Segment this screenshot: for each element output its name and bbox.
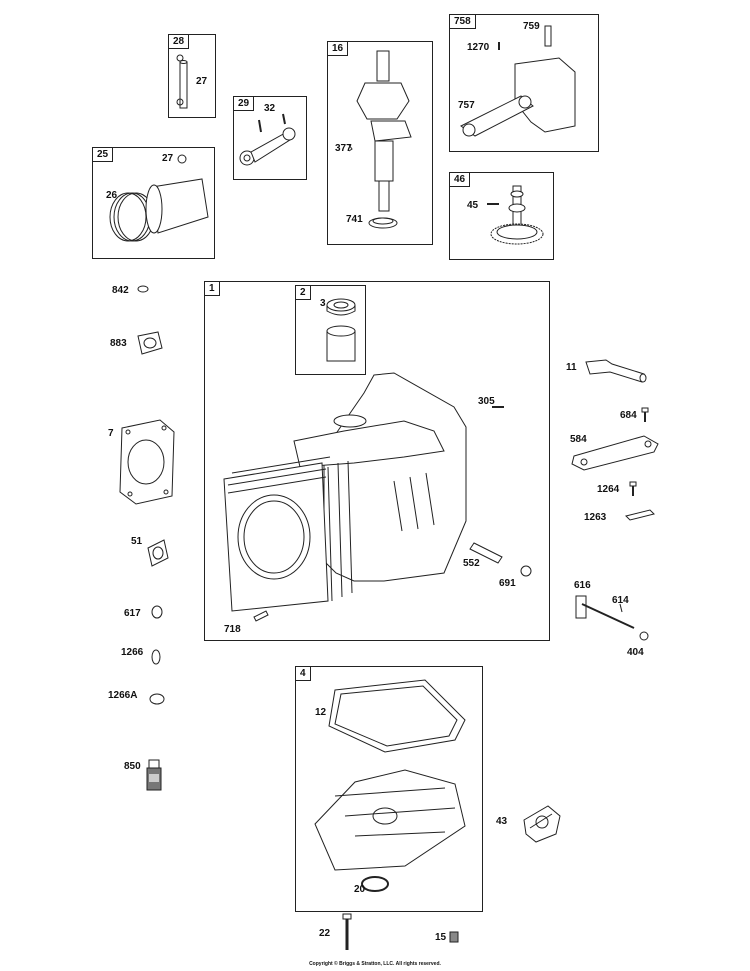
plate-883-drawing (137, 331, 163, 355)
governor-assembly-drawing (523, 805, 561, 843)
plug-15-drawing (449, 931, 459, 943)
clip-1263-drawing (625, 509, 655, 521)
part-label-759: 759 (523, 21, 540, 32)
cylinder-head-gasket-drawing (119, 419, 175, 505)
part-label-43: 43 (496, 816, 508, 827)
camshaft-drawing (487, 185, 544, 245)
part-label-11: 11 (566, 362, 577, 373)
box-number: 46 (450, 173, 471, 187)
part-label-22: 22 (319, 928, 331, 939)
crankshaft-drawing (348, 50, 412, 229)
cylinder-block-drawing (223, 372, 532, 622)
bolt-22-drawing (342, 913, 352, 950)
seal-617-drawing (151, 605, 163, 619)
part-label-305: 305 (478, 396, 495, 407)
part-label-3: 3 (320, 298, 326, 309)
o-ring-842-drawing (137, 285, 149, 293)
part-box-46: 46 (449, 172, 554, 260)
part-label-1264: 1264 (597, 484, 620, 495)
part-box-28: 28 (168, 34, 216, 118)
part-label-26: 26 (106, 190, 118, 201)
bearing-seal-drawing (326, 298, 356, 362)
part-label-552: 552 (463, 558, 480, 569)
gasket-51-drawing (147, 539, 169, 567)
box-number: 29 (234, 97, 255, 111)
box-number: 25 (93, 148, 114, 162)
part-label-757: 757 (458, 100, 475, 111)
screw-1264-drawing (629, 481, 637, 496)
part-label-614: 614 (612, 595, 629, 606)
part-label-883: 883 (110, 338, 127, 349)
connecting-rod-drawing (239, 113, 296, 166)
part-label-12: 12 (315, 707, 327, 718)
box-number: 16 (328, 42, 349, 56)
part-label-741: 741 (346, 214, 363, 225)
part-label-15: 15 (435, 932, 447, 943)
part-label-850: 850 (124, 761, 141, 772)
part-label-684: 684 (620, 410, 637, 421)
part-label-584: 584 (570, 434, 587, 445)
part-label-7: 7 (108, 428, 114, 439)
part-label-616: 616 (574, 580, 591, 591)
part-box-29: 29 (233, 96, 307, 180)
copyright-text: Copyright © Briggs & Stratton, LLC. All … (309, 961, 441, 967)
oil-pan-drawing (314, 679, 466, 892)
box-number: 28 (169, 35, 190, 49)
part-label-27: 27 (196, 76, 208, 87)
part-label-20: 20 (354, 884, 366, 895)
box-number: 758 (450, 15, 476, 29)
box-number: 2 (296, 286, 311, 300)
part-label-691: 691 (499, 578, 516, 589)
part-label-27: 27 (162, 153, 174, 164)
rocker-cover-drawing (460, 25, 576, 137)
screw-684-drawing (641, 407, 649, 422)
part-label-51: 51 (131, 536, 143, 547)
breather-tube-drawing (585, 359, 647, 383)
part-label-377: 377 (335, 143, 352, 154)
seal-1266a-drawing (149, 693, 165, 705)
part-label-1266A: 1266A (108, 690, 138, 701)
piston-pin-drawing (176, 54, 188, 109)
part-label-718: 718 (224, 624, 241, 635)
part-label-1263: 1263 (584, 512, 607, 523)
part-label-617: 617 (124, 608, 141, 619)
governor-shaft-drawing (575, 595, 649, 641)
part-label-1270: 1270 (467, 42, 490, 53)
seal-1266-drawing (151, 649, 161, 665)
part-label-1266: 1266 (121, 647, 144, 658)
part-label-45: 45 (467, 200, 479, 211)
part-label-404: 404 (627, 647, 644, 658)
part-label-842: 842 (112, 285, 129, 296)
sealant-tube-drawing (146, 759, 162, 791)
part-label-32: 32 (264, 103, 276, 114)
piston-and-rings-drawing (109, 154, 209, 242)
box-number: 4 (296, 667, 311, 681)
breather-cover-drawing (571, 435, 659, 471)
box-number: 1 (205, 282, 220, 296)
